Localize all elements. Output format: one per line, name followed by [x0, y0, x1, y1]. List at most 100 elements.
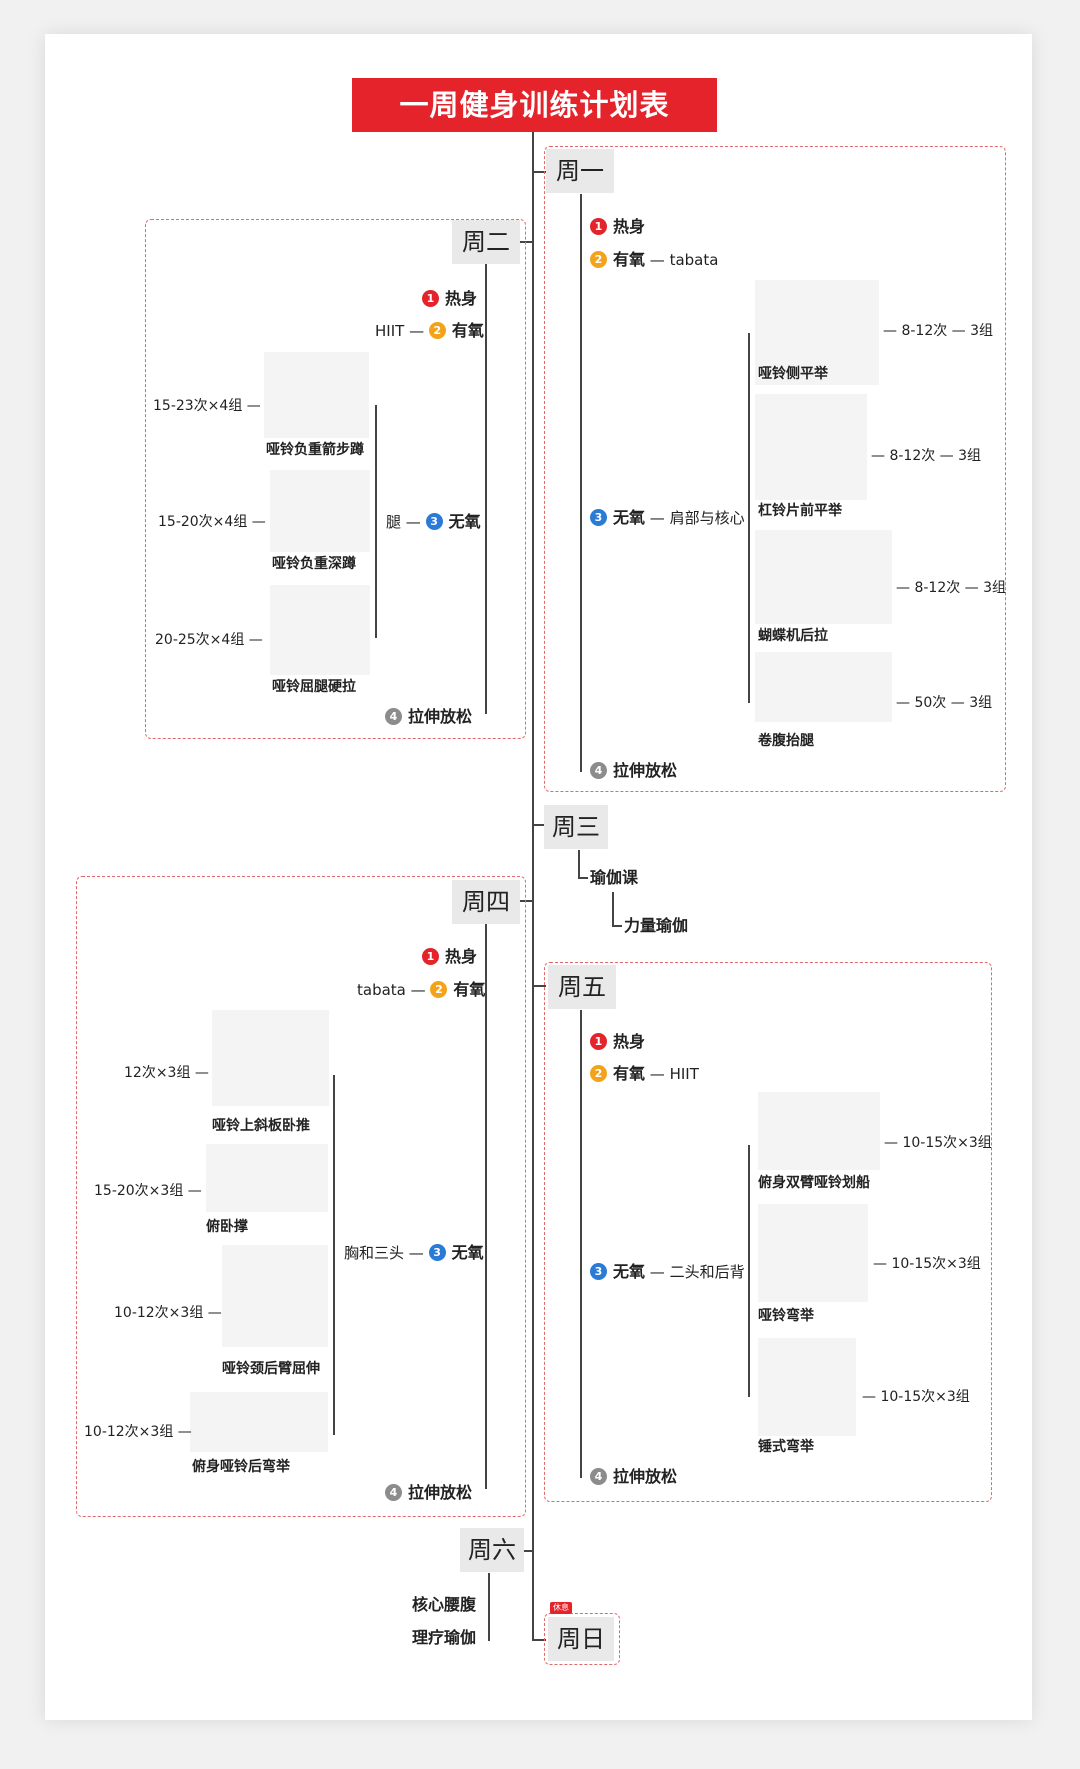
- wed-item-yoga-class: 瑜伽课: [590, 868, 639, 887]
- exercise-image: [758, 1092, 880, 1170]
- tue-spine: [485, 264, 487, 714]
- day-tue: 周二: [452, 220, 520, 264]
- exercise-image: [222, 1245, 328, 1347]
- day-thu: 周四: [452, 880, 520, 924]
- wed-item-power-yoga: 力量瑜伽: [624, 916, 689, 935]
- step-3-icon: 3: [590, 509, 607, 526]
- exercise-name: 俯卧撑: [206, 1219, 248, 1235]
- page-title: 一周健身训练计划表: [352, 78, 717, 132]
- exercise-image: [755, 530, 892, 624]
- thu-spine: [485, 924, 487, 1489]
- exercise-name: 哑铃颈后臂屈伸: [222, 1361, 320, 1377]
- exercise-name: 锤式弯举: [758, 1439, 814, 1455]
- step-2-icon: 2: [430, 981, 448, 998]
- step-4-icon: 4: [590, 1468, 607, 1485]
- exercise-reps: — 8-12次 — 3组: [896, 580, 1007, 596]
- step-1-icon: 1: [590, 218, 607, 235]
- exercise-reps: — 50次 — 3组: [896, 695, 993, 711]
- sun-frame: [544, 1613, 620, 1665]
- exercise-reps: 12次×3组 —: [124, 1065, 209, 1081]
- exercise-reps: — 10-15次×3组: [862, 1389, 970, 1405]
- exercise-name: 哑铃屈腿硬拉: [272, 679, 356, 695]
- sat-item-therapy-yoga: 理疗瑜伽: [412, 1628, 477, 1647]
- branch-sat: [520, 1550, 534, 1552]
- tue-frame: [145, 219, 526, 739]
- exercise-reps: 15-20次×4组 —: [158, 514, 266, 530]
- exercise-image: [755, 652, 892, 722]
- sat-spine: [488, 1573, 490, 1641]
- exercise-reps: 20-25次×4组 —: [155, 632, 263, 648]
- sat-item-core: 核心腰腹: [412, 1595, 477, 1614]
- exercise-reps: 15-20次×3组 —: [94, 1183, 202, 1199]
- exercise-name: 杠铃片前平举: [758, 503, 842, 519]
- mon-frame: [544, 146, 1006, 792]
- exercise-name: 哑铃负重深蹲: [272, 556, 356, 572]
- step-3-icon: 3: [428, 1244, 446, 1261]
- branch-tue: [520, 241, 534, 243]
- thu-ex-bracket: [333, 1075, 335, 1435]
- fri-spine: [580, 1010, 582, 1478]
- step-1-icon: 1: [422, 948, 439, 965]
- day-sun: 周日: [548, 1617, 614, 1661]
- exercise-reps: 15-23次×4组 —: [153, 398, 261, 414]
- exercise-reps: 10-12次×3组 —: [114, 1305, 222, 1321]
- step-1-icon: 1: [422, 290, 439, 307]
- thu-frame: [76, 876, 526, 1517]
- main-spine: [532, 132, 534, 1641]
- exercise-reps: 10-12次×3组 —: [84, 1424, 192, 1440]
- rest-badge: 休息: [550, 1602, 572, 1614]
- step-4-icon: 4: [590, 762, 607, 779]
- step-1-icon: 1: [590, 1033, 607, 1050]
- exercise-image: [264, 352, 369, 438]
- step-3-icon: 3: [590, 1263, 607, 1280]
- exercise-image: [270, 470, 370, 552]
- branch-fri: [532, 985, 546, 987]
- step-2-icon: 2: [590, 251, 607, 268]
- step-3-icon: 3: [425, 513, 443, 530]
- mon-ex-bracket: [748, 333, 750, 703]
- exercise-name: 哑铃负重箭步蹲: [266, 442, 364, 458]
- exercise-name: 俯身哑铃后弯举: [192, 1459, 290, 1475]
- wed-line-1: [578, 850, 580, 878]
- exercise-image: [758, 1338, 856, 1436]
- day-wed: 周三: [544, 805, 608, 849]
- exercise-reps: — 8-12次 — 3组: [871, 448, 982, 464]
- branch-sun: [532, 1639, 546, 1641]
- exercise-image: [190, 1392, 328, 1452]
- exercise-name: 哑铃上斜板卧推: [212, 1118, 310, 1134]
- step-2-icon: 2: [590, 1065, 607, 1082]
- branch-mon: [532, 171, 546, 173]
- exercise-name: 哑铃弯举: [758, 1308, 814, 1324]
- step-2-icon: 2: [428, 322, 446, 339]
- exercise-image: [755, 394, 867, 500]
- wed-line-1b: [578, 877, 588, 879]
- exercise-image: [758, 1204, 868, 1302]
- exercise-image: [270, 585, 370, 675]
- tue-ex-bracket: [375, 405, 377, 638]
- branch-thu: [520, 900, 534, 902]
- step-4-icon: 4: [385, 708, 402, 725]
- exercise-name: 蝴蝶机后拉: [758, 628, 828, 644]
- exercise-reps: — 8-12次 — 3组: [883, 323, 994, 339]
- branch-wed: [532, 824, 544, 826]
- exercise-reps: — 10-15次×3组: [873, 1256, 981, 1272]
- exercise-reps: — 10-15次×3组: [884, 1135, 992, 1151]
- fri-frame: [544, 962, 992, 1502]
- exercise-name: 哑铃侧平举: [758, 366, 828, 382]
- wed-line-2b: [612, 925, 622, 927]
- wed-line-2: [612, 892, 614, 926]
